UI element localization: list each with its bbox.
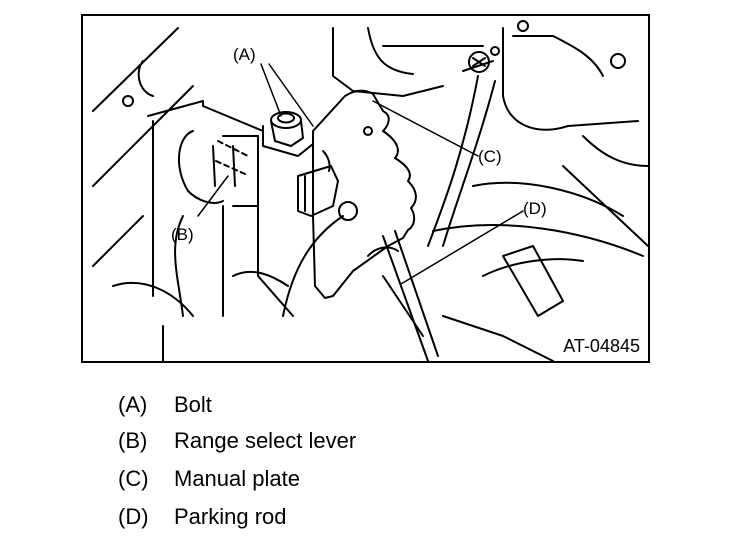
figure-id-label: AT-04845 [563, 336, 640, 356]
callout-d: (D) [523, 199, 547, 218]
leader-lines [197, 63, 524, 285]
bolt-drawing [262, 111, 314, 157]
legend-description: Bolt [174, 392, 212, 417]
range-select-lever [215, 140, 249, 175]
callout-b: (B) [171, 225, 194, 244]
illustration-drawing [92, 20, 648, 361]
parking-rod-drawing [367, 230, 439, 361]
callout-c: (C) [478, 147, 502, 166]
upper-bracket [427, 46, 500, 247]
legend-key: (A) [118, 392, 148, 417]
callout-a: (A) [233, 45, 256, 64]
manual-plate-drawing [297, 89, 417, 299]
legend-description: Range select lever [174, 428, 357, 453]
technical-illustration: (A) (B) (C) (D) AT-04845 [81, 14, 650, 363]
legend-key: (D) [118, 504, 149, 529]
legend-description: Manual plate [174, 466, 300, 491]
legend-key: (C) [118, 466, 149, 491]
legend-description: Parking rod [174, 504, 287, 529]
housing-outlines [92, 20, 648, 361]
legend-key: (B) [118, 428, 148, 453]
lever-housing [112, 100, 294, 361]
